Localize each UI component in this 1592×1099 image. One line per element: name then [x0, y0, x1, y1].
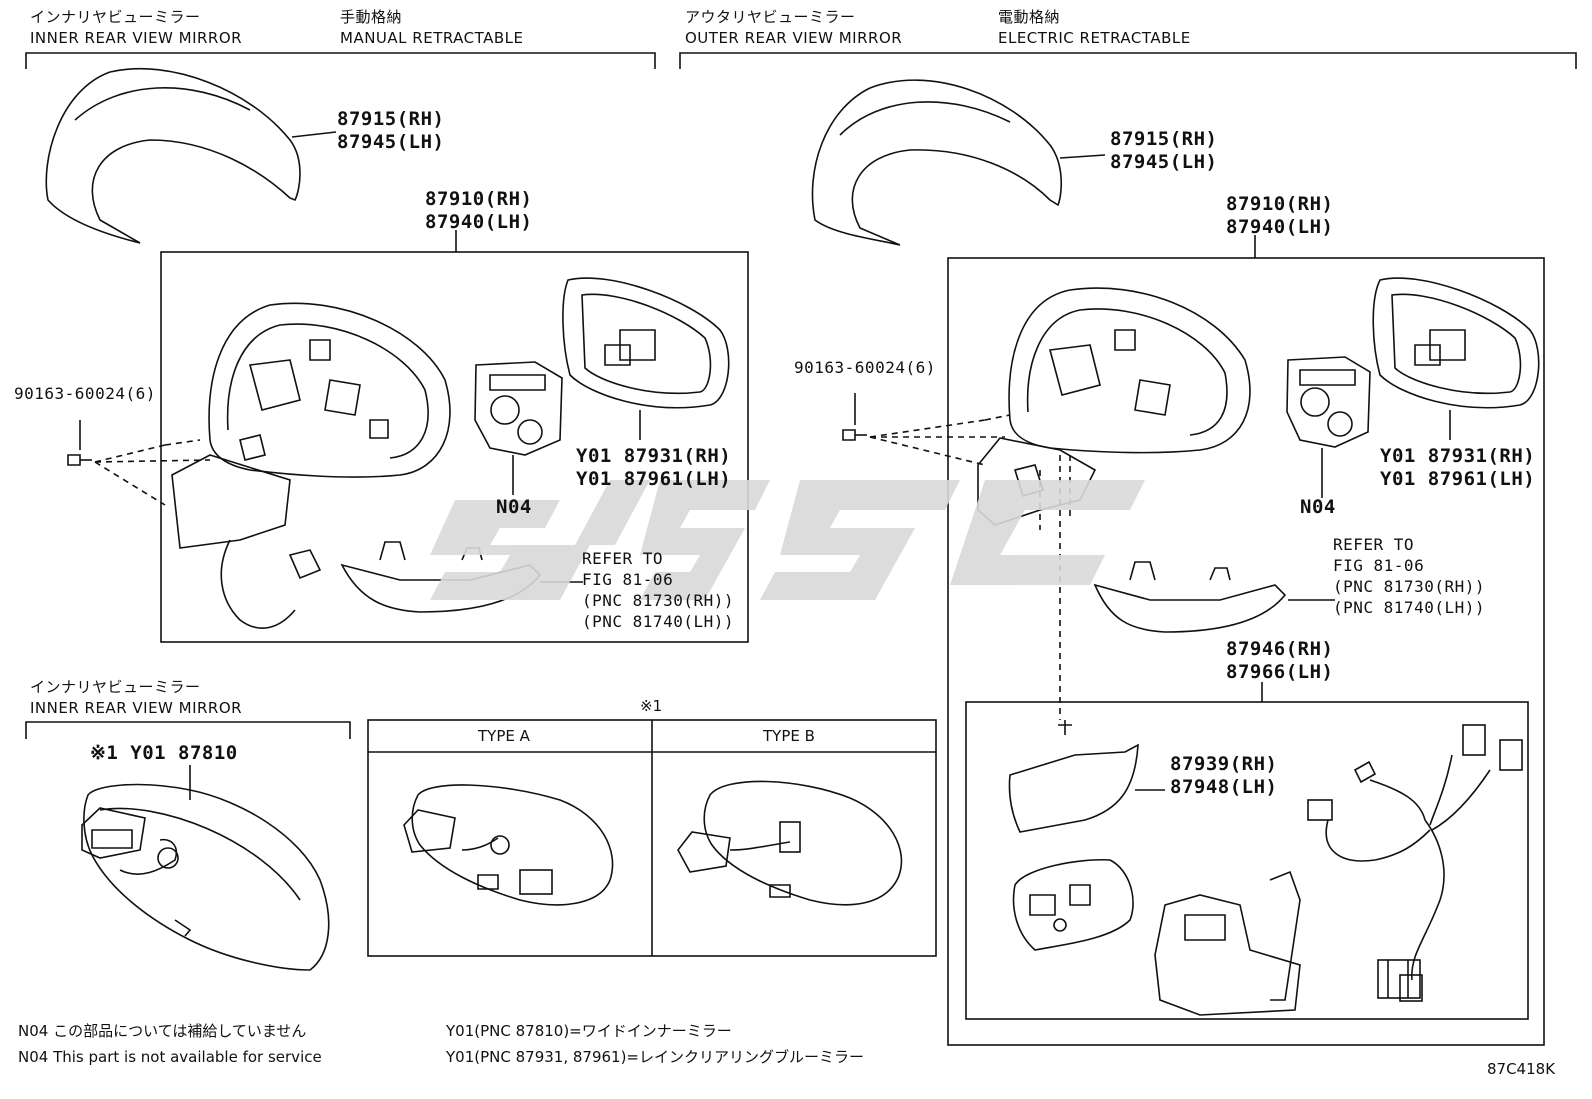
right-refer-4: (PNC 81740(LH)) — [1333, 598, 1485, 617]
right-turn-signal — [1093, 561, 1287, 633]
left-mirror-cover — [45, 67, 301, 244]
right-screw-dashed — [869, 414, 1011, 466]
left-cover-rh: 87915(RH) — [337, 108, 445, 130]
note-n04-jp: N04 この部品については補給していません — [18, 1022, 307, 1040]
right-lower-cover-rh: 87939(RH) — [1170, 753, 1278, 775]
note-y01-a: Y01(PNC 87810)=ワイドインナーミラー — [446, 1022, 732, 1040]
right-glass-lh: Y01 87961(LH) — [1380, 468, 1536, 490]
left-screw-label: 90163-60024(6) — [14, 384, 156, 403]
leader-right-cover — [1059, 154, 1106, 159]
right-refer-1: REFER TO — [1333, 535, 1415, 554]
right-cover-lh: 87945(LH) — [1110, 151, 1218, 173]
right-screw-label: 90163-60024(6) — [794, 358, 936, 377]
watermark-logo — [430, 480, 1145, 600]
right-mode-en: ELECTRIC RETRACTABLE — [998, 29, 1191, 47]
left-motor-label: N04 — [496, 496, 532, 518]
left-mode-en: MANUAL RETRACTABLE — [340, 29, 524, 47]
left-mirror-glass — [562, 277, 730, 409]
types-mark: ※1 — [640, 697, 663, 715]
left-mirror-base — [171, 454, 322, 629]
right-assembly-box — [947, 257, 1545, 1046]
right-refer-3: (PNC 81730(RH)) — [1333, 577, 1485, 596]
type-a-mirror — [403, 784, 614, 906]
right-retractor-lh: 87966(LH) — [1226, 661, 1334, 683]
left-cover-lh: 87945(LH) — [337, 131, 445, 153]
inner-header-en: INNER REAR VIEW MIRROR — [30, 699, 243, 717]
right-mirror-lh: 87940(LH) — [1226, 216, 1334, 238]
inner-mirror-large — [81, 783, 330, 971]
left-glass-lh: Y01 87961(LH) — [576, 468, 732, 490]
left-mirror-rh: 87910(RH) — [425, 188, 533, 210]
left-header-jp: インナリヤビューミラー — [30, 8, 201, 26]
right-cover-rh: 87915(RH) — [1110, 128, 1218, 150]
header-bracket-right — [679, 52, 1577, 69]
left-glass-rh: Y01 87931(RH) — [576, 445, 732, 467]
right-retractor-rh: 87946(RH) — [1226, 638, 1334, 660]
inner-mirror-part: ※1 Y01 87810 — [90, 742, 238, 764]
type-b-mirror — [677, 780, 903, 906]
left-mirror-housing — [208, 302, 451, 478]
right-screw — [842, 429, 867, 441]
header-bracket-inner — [25, 721, 351, 739]
right-mirror-cover — [811, 79, 1063, 246]
inner-header-jp: インナリヤビューミラー — [30, 678, 201, 696]
right-mirror-housing — [1008, 287, 1251, 454]
right-motor — [1286, 356, 1371, 448]
right-header-en: OUTER REAR VIEW MIRROR — [685, 29, 903, 47]
right-clip — [1377, 959, 1421, 999]
type-a-label: TYPE A — [478, 727, 530, 745]
leader-left-cover — [291, 131, 337, 138]
right-wire-harness — [1307, 724, 1523, 1002]
left-assembly-box — [160, 251, 749, 643]
left-refer-3: (PNC 81730(RH)) — [582, 591, 734, 610]
types-table — [367, 719, 937, 957]
right-retractor-screw — [1058, 720, 1072, 735]
right-lower-cover — [1008, 743, 1139, 833]
left-mode-jp: 手動格納 — [340, 8, 403, 26]
left-refer-1: REFER TO — [582, 549, 664, 568]
left-mirror-lh: 87940(LH) — [425, 211, 533, 233]
left-screw — [67, 454, 92, 466]
left-screw-dashed — [94, 439, 211, 506]
right-header-jp: アウタリヤビューミラー — [685, 8, 856, 26]
right-retractor-box — [965, 701, 1529, 1020]
note-n04-en: N04 This part is not available for servi… — [18, 1048, 322, 1066]
type-b-label: TYPE B — [763, 727, 815, 745]
right-mirror-rh: 87910(RH) — [1226, 193, 1334, 215]
right-mode-jp: 電動格納 — [998, 8, 1061, 26]
right-glass-rh: Y01 87931(RH) — [1380, 445, 1536, 467]
right-mirror-glass — [1372, 277, 1540, 409]
note-y01-b: Y01(PNC 87931, 87961)=レインクリアリングブルーミラー — [446, 1048, 865, 1066]
right-mirror-bracket — [1012, 858, 1134, 951]
left-motor — [474, 361, 563, 456]
left-refer-2: FIG 81-06 — [582, 570, 674, 589]
figure-code: 87C418K — [1487, 1060, 1556, 1078]
header-bracket-left — [25, 52, 656, 69]
left-refer-4: (PNC 81740(LH)) — [582, 612, 734, 631]
right-motor-label: N04 — [1300, 496, 1336, 518]
left-header-en: INNER REAR VIEW MIRROR — [30, 29, 243, 47]
right-lower-cover-lh: 87948(LH) — [1170, 776, 1278, 798]
right-refer-2: FIG 81-06 — [1333, 556, 1425, 575]
right-retractor-motor — [1154, 870, 1301, 1016]
